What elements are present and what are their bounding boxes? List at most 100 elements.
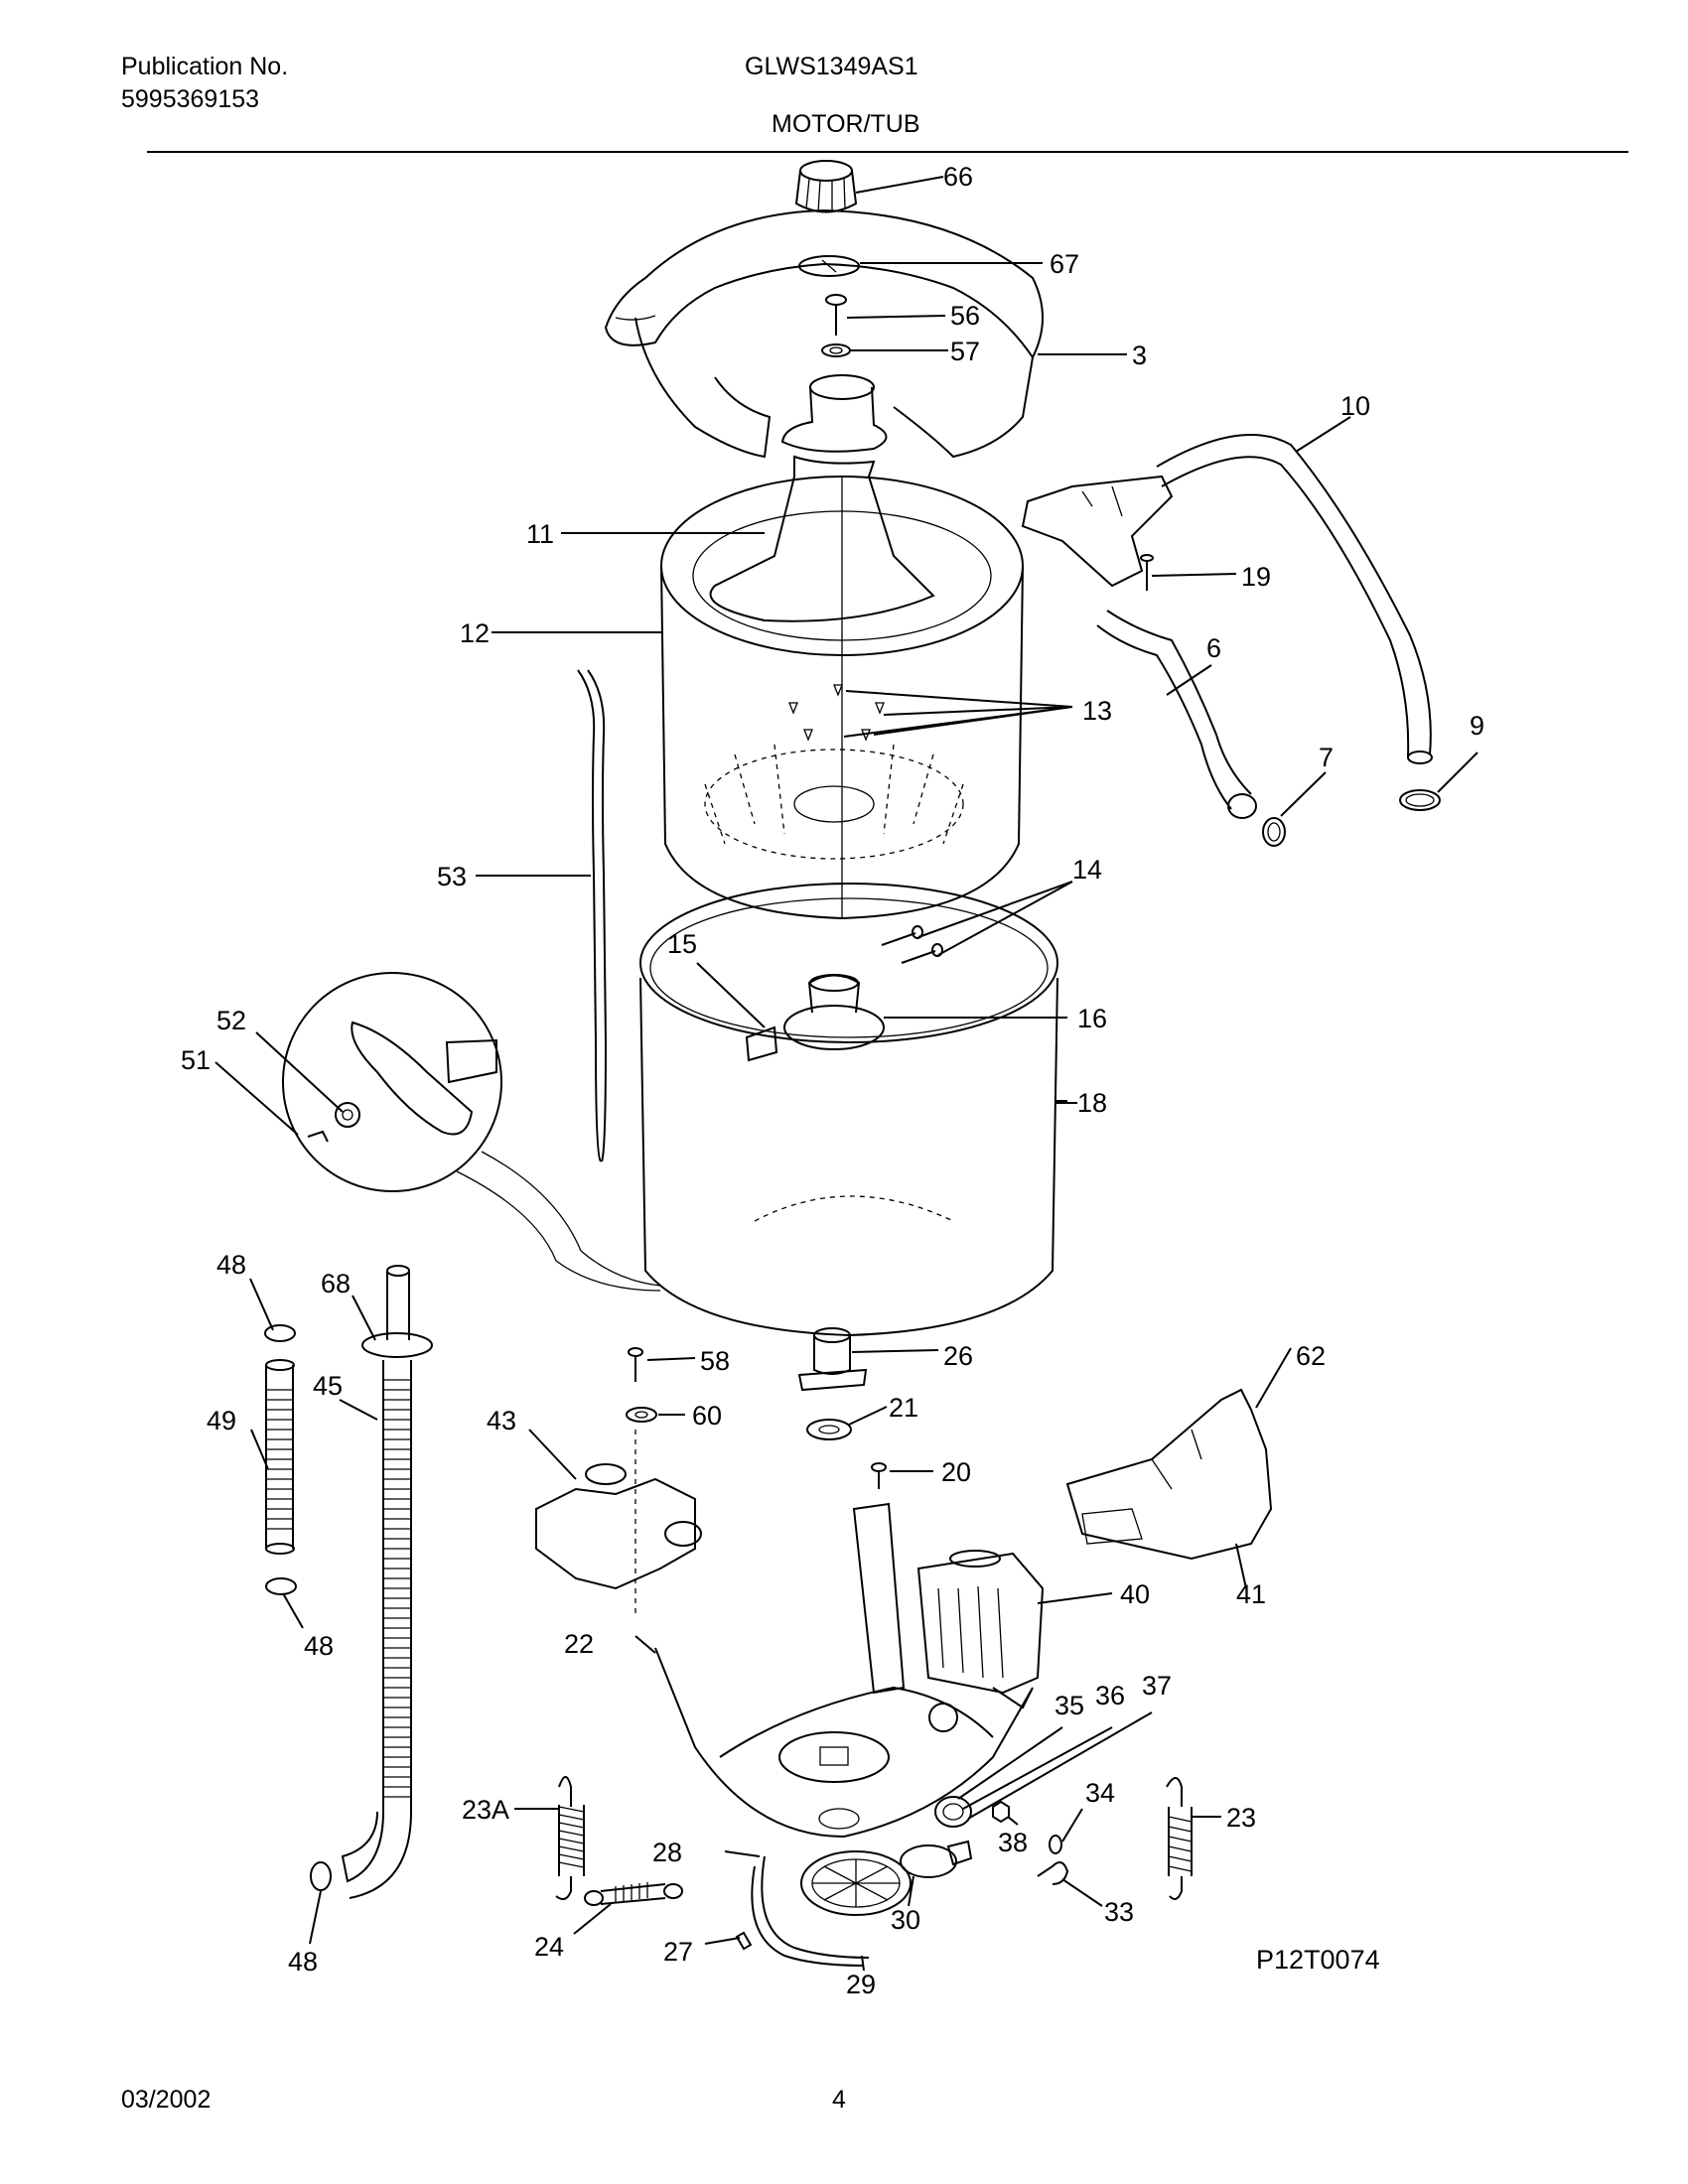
callout-36: 36 <box>1095 1681 1125 1710</box>
callout-26: 26 <box>943 1341 973 1371</box>
part-22-base <box>654 1502 1034 1839</box>
callout-20: 20 <box>941 1457 971 1487</box>
part-18-outer-tub <box>639 883 1058 1337</box>
part-66-agitator-cap <box>794 160 858 213</box>
part-16-tub-hub <box>783 974 885 1050</box>
part-34-clip <box>1049 1835 1062 1854</box>
part-20-screw <box>871 1462 887 1489</box>
callout-58: 58 <box>700 1346 730 1376</box>
callout-41: 41 <box>1236 1579 1266 1609</box>
part-35-37-pulley-parts <box>934 1796 972 1828</box>
part-60-washer <box>626 1407 657 1423</box>
part-11-agitator <box>709 374 935 622</box>
callout-48-low: 48 <box>288 1947 318 1977</box>
model-number: GLWS1349AS1 <box>745 53 918 80</box>
callout-67: 67 <box>1050 249 1079 279</box>
callout-53: 53 <box>437 862 467 891</box>
callout-19: 19 <box>1241 562 1271 592</box>
callout-16: 16 <box>1077 1004 1107 1033</box>
callout-34: 34 <box>1085 1778 1115 1808</box>
callout-28: 28 <box>652 1838 682 1867</box>
callout-38: 38 <box>998 1828 1028 1857</box>
part-53-tube <box>577 669 608 1162</box>
callout-35: 35 <box>1055 1691 1084 1720</box>
part-13-screws <box>788 684 885 742</box>
callout-3: 3 <box>1132 341 1147 370</box>
callout-48-top: 48 <box>216 1250 246 1280</box>
section-title: MOTOR/TUB <box>772 110 920 138</box>
callout-13: 13 <box>1082 696 1112 726</box>
callout-14: 14 <box>1072 855 1102 885</box>
part-30-pump <box>900 1840 973 1878</box>
callout-7: 7 <box>1319 743 1334 772</box>
part-45-drain-hose <box>341 1265 433 1899</box>
callout-60: 60 <box>692 1401 722 1431</box>
part-56-bolt <box>825 294 847 336</box>
callout-66: 66 <box>943 162 973 192</box>
callout-9: 9 <box>1470 711 1484 741</box>
part-9-clamp <box>1399 789 1441 811</box>
callout-21: 21 <box>889 1393 918 1423</box>
part-57-washer <box>821 343 851 357</box>
part-33-spring-clip <box>1037 1861 1069 1885</box>
callout-56: 56 <box>950 301 980 331</box>
part-67-cap-insert <box>798 255 860 277</box>
callout-33: 33 <box>1104 1897 1134 1927</box>
part-41-cover <box>1065 1388 1273 1561</box>
part-28-belt <box>751 1855 870 1967</box>
part-23-spring <box>1166 1777 1193 1901</box>
callout-23: 23 <box>1226 1803 1256 1833</box>
part-27-screw <box>735 1931 753 1951</box>
callout-24: 24 <box>534 1932 564 1962</box>
part-29-pulley <box>800 1850 912 1916</box>
callout-15: 15 <box>667 929 697 959</box>
callout-labels: 66 67 56 57 3 10 11 19 12 6 13 9 7 53 14… <box>181 162 1484 1999</box>
part-26-pump-coupling <box>797 1327 868 1392</box>
callout-30: 30 <box>891 1905 920 1935</box>
part-15-bracket <box>745 1025 778 1062</box>
part-10-hose <box>1156 434 1433 764</box>
figure-code: P12T0074 <box>1256 1945 1380 1975</box>
footer-date: 03/2002 <box>121 2086 211 2114</box>
publication-number: 5995369153 <box>121 85 260 113</box>
callout-6: 6 <box>1206 633 1221 663</box>
callout-37: 37 <box>1142 1671 1172 1701</box>
part-19-screw <box>1140 554 1154 591</box>
callout-22: 22 <box>564 1629 594 1659</box>
part-7-ring <box>1262 817 1286 847</box>
part-fill-inlet <box>1021 475 1174 588</box>
callout-12: 12 <box>460 618 490 648</box>
part-12-spin-basket <box>660 476 1024 920</box>
part-40-motor <box>916 1550 1045 1695</box>
callout-51: 51 <box>181 1045 211 1075</box>
callout-43: 43 <box>487 1406 516 1435</box>
callout-57: 57 <box>950 337 980 366</box>
part-58-screw <box>628 1347 643 1382</box>
part-6-drain-hose <box>1096 610 1257 819</box>
part-21-washer <box>806 1419 852 1440</box>
callout-18: 18 <box>1077 1088 1107 1118</box>
callout-48-mid: 48 <box>304 1631 334 1661</box>
publication-label: Publication No. <box>121 53 289 80</box>
callout-29: 29 <box>846 1970 876 1999</box>
part-3-tub-ring <box>604 208 1044 459</box>
callout-49: 49 <box>207 1406 236 1435</box>
callout-10: 10 <box>1340 391 1370 421</box>
part-38-nut <box>992 1800 1010 1824</box>
callout-62: 62 <box>1296 1341 1326 1371</box>
callout-52: 52 <box>216 1006 246 1035</box>
part-23A-spring <box>555 1776 585 1901</box>
callout-27: 27 <box>663 1937 693 1967</box>
callout-11: 11 <box>526 519 554 549</box>
part-14-bolts <box>881 925 943 964</box>
callout-40: 40 <box>1120 1579 1150 1609</box>
leader-lines <box>214 176 1478 1972</box>
callout-23A: 23A <box>462 1795 509 1825</box>
part-49-hose <box>265 1359 295 1555</box>
part-43-water-valve <box>535 1430 702 1618</box>
page-number: 4 <box>832 2086 846 2114</box>
callout-45: 45 <box>313 1371 343 1401</box>
part-48-clamps <box>264 1324 332 1891</box>
detail-circle <box>282 972 661 1292</box>
